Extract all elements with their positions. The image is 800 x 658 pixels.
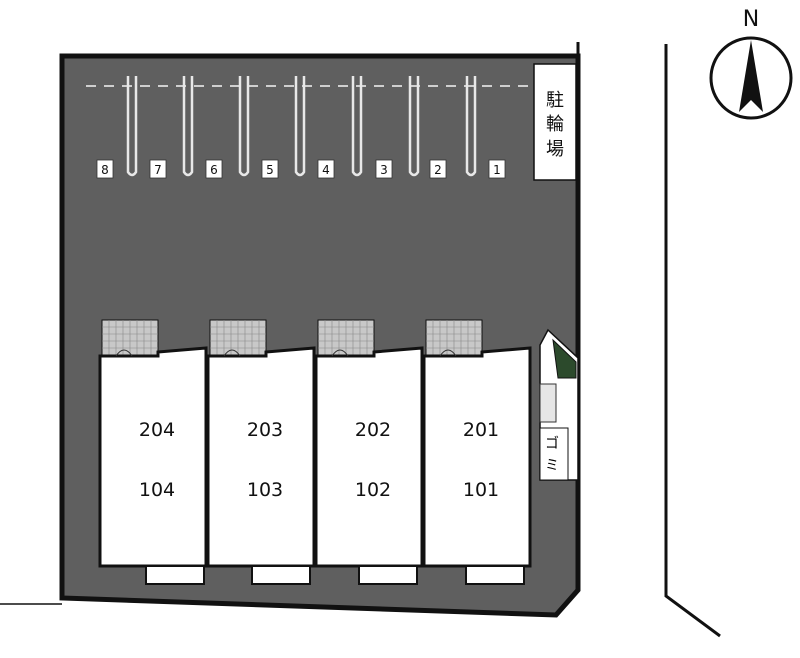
parking-slot-tag: [375, 159, 393, 179]
door-swing: [115, 349, 133, 357]
door-swing: [439, 349, 457, 357]
parking-slot-number: 6: [210, 163, 218, 177]
unit-upper-number: 203: [247, 419, 283, 441]
rear-window: [145, 565, 205, 585]
parking-slot-labels: 8 7 6 5 4 3 2 1: [96, 159, 506, 179]
parking-slot-tag: [149, 159, 167, 179]
garbage-label-box: [539, 427, 569, 481]
garbage-bin: [539, 383, 557, 423]
garbage-char-2: ミ: [545, 458, 559, 474]
unit-lower-number: 101: [463, 479, 499, 501]
parking-slot-number: 8: [101, 163, 109, 177]
unit-lower-number: 102: [355, 479, 391, 501]
parking-slot-markings: [126, 76, 477, 177]
parking-slot-line: [294, 76, 306, 177]
unit-outline: [314, 346, 424, 568]
garbage-char-1: ゴ: [545, 435, 559, 452]
parking-slot-line: [351, 76, 363, 177]
parking-slot-tag: [261, 159, 279, 179]
parking-slot-number: 1: [493, 163, 501, 177]
compass-arrow-icon: [739, 40, 763, 112]
north-compass: N: [709, 7, 793, 120]
compass-label: N: [743, 7, 759, 32]
unit-outline: [98, 346, 208, 568]
parking-slot-line: [126, 76, 138, 177]
door-swing: [331, 349, 349, 357]
parking-slot-line: [182, 76, 194, 177]
road-edge: [664, 44, 721, 638]
apartment-unit: 204 104: [98, 319, 208, 585]
bicycle-parking-char-1: 駐: [546, 90, 564, 111]
rear-window: [251, 565, 311, 585]
parking-slot-tag: [429, 159, 447, 179]
bicycle-parking-area: [533, 63, 577, 181]
parking-slot-number: 5: [266, 163, 274, 177]
apartment-unit: 202 102: [314, 319, 424, 585]
bicycle-parking-char-2: 輪: [546, 114, 564, 135]
parking-slot-tag: [96, 159, 114, 179]
door-swing: [223, 349, 241, 357]
parking-slot-tag: [205, 159, 223, 179]
parking-slot-tag: [488, 159, 506, 179]
unit-lower-number: 104: [139, 479, 175, 501]
parking-slot-number: 7: [154, 163, 162, 177]
unit-lower-number: 103: [247, 479, 283, 501]
apartment-building: 204 104 203 103 202 102 201 101: [98, 319, 532, 585]
unit-upper-number: 201: [463, 419, 499, 441]
garbage-area: ゴ ミ: [539, 328, 579, 481]
parking-slot-line: [408, 76, 420, 177]
parking-slot-line: [238, 76, 250, 177]
parking-slot-number: 2: [434, 163, 442, 177]
unit-upper-number: 204: [139, 419, 175, 441]
bicycle-parking: 駐 輪 場: [533, 63, 577, 181]
unit-outline: [206, 346, 316, 568]
unit-upper-number: 202: [355, 419, 391, 441]
rear-window: [358, 565, 418, 585]
parking-slot-number: 4: [322, 163, 330, 177]
apartment-unit: 203 103: [206, 319, 316, 585]
planter: [552, 338, 577, 379]
parking-slot-line: [465, 76, 477, 177]
parking-slot-number: 3: [380, 163, 388, 177]
parking-slot-tag: [317, 159, 335, 179]
unit-outline: [422, 346, 532, 568]
bicycle-parking-char-3: 場: [546, 139, 564, 160]
apartment-unit: 201 101: [422, 319, 532, 585]
rear-window: [465, 565, 525, 585]
